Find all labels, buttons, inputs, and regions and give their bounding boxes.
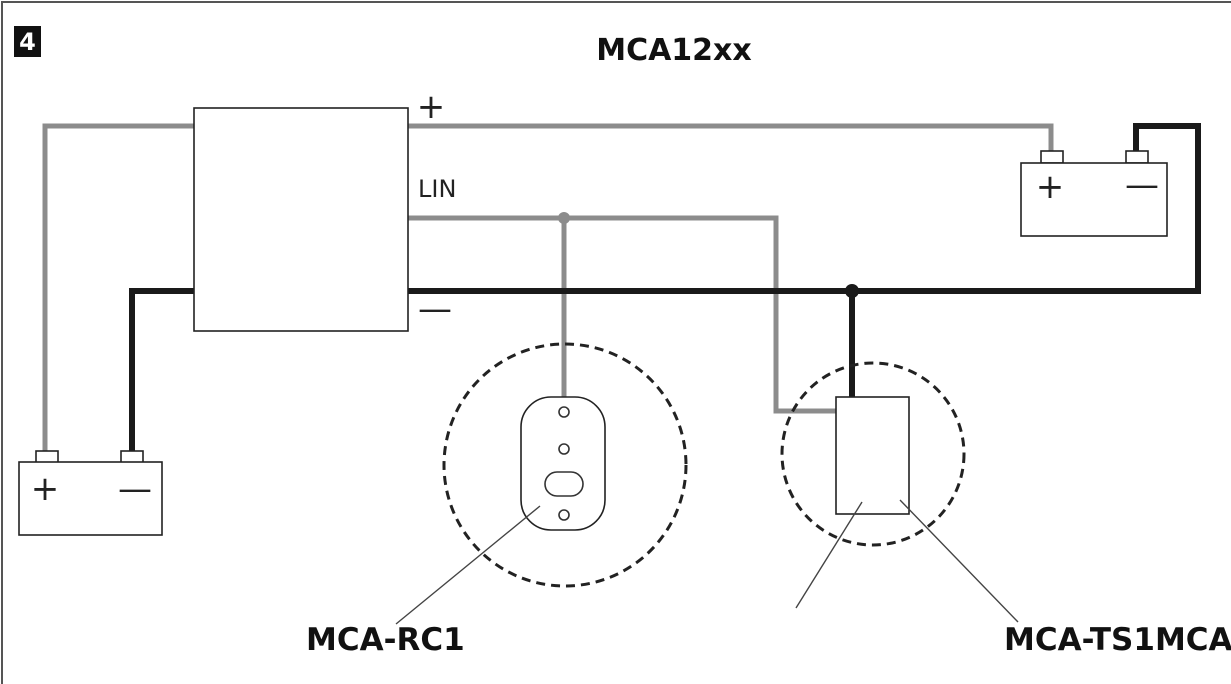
remote-led-indicator bbox=[558, 443, 570, 455]
battery-right-plus-label: + bbox=[1036, 167, 1065, 207]
negative-junction-dot bbox=[845, 284, 859, 298]
controller-lin-label: LIN bbox=[418, 175, 456, 203]
remote-control-device bbox=[520, 396, 606, 531]
remote-highlight-circle bbox=[442, 342, 688, 588]
lin-junction-dot bbox=[558, 212, 570, 224]
remote-screw-hole-top bbox=[558, 406, 570, 418]
remote-screw-hole-bottom bbox=[558, 509, 570, 521]
controller-box bbox=[193, 107, 409, 332]
sensor-highlight-circle bbox=[780, 361, 966, 547]
positive-wire-left bbox=[42, 123, 194, 455]
sensor-leader-line-right bbox=[899, 499, 1019, 623]
figure-number-badge bbox=[14, 26, 41, 57]
battery-right-terminal-minus bbox=[1125, 150, 1149, 164]
battery-left-minus-label: — bbox=[118, 469, 152, 509]
controller-minus-label: — bbox=[418, 289, 452, 329]
diagram-title: MCA12xx bbox=[596, 33, 752, 68]
battery-left bbox=[18, 461, 163, 536]
battery-right-terminal-plus bbox=[1040, 150, 1064, 164]
figure-number: 4 bbox=[19, 28, 36, 56]
remote-callout-label: MCA-RC1 bbox=[306, 622, 465, 658]
battery-right-minus-label: — bbox=[1125, 165, 1159, 205]
temperature-sensor-device bbox=[835, 396, 910, 515]
positive-wire-right bbox=[408, 123, 1054, 151]
battery-right bbox=[1020, 162, 1168, 237]
lin-wire bbox=[408, 215, 838, 414]
sensor-leader-line-left bbox=[795, 501, 863, 609]
remote-button bbox=[544, 471, 584, 497]
controller-plus-label: + bbox=[417, 87, 446, 127]
remote-leader-line bbox=[395, 505, 541, 625]
battery-left-plus-label: + bbox=[31, 469, 60, 509]
negative-wire-left bbox=[129, 288, 194, 455]
sensor-callout-label: MCA-TS1MCA bbox=[1004, 622, 1231, 658]
negative-wire-right bbox=[408, 123, 1201, 294]
